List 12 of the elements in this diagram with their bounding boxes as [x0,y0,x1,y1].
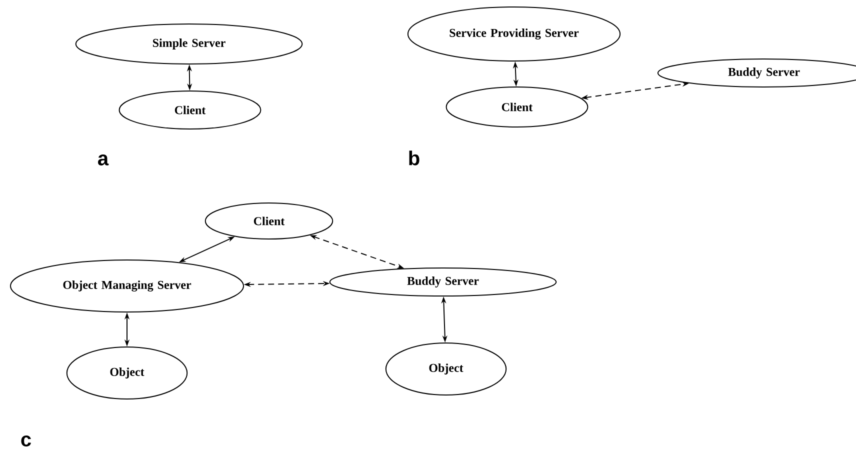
ellipse-node: Buddy Server [329,268,557,296]
ellipse-node: Client [118,90,262,130]
ellipse-node: Object Managing Server [10,260,244,312]
ellipse-node: Client [446,86,588,128]
panel-label: b [409,150,420,166]
panel-label: a [98,154,109,166]
ellipse-node: Object [66,346,188,400]
ellipse-node: Client [204,202,334,240]
panel-label: c [21,436,31,446]
ellipse-node: Simple Server [75,24,303,64]
ellipse-node: Object [385,342,507,396]
ellipse-node: Service Providing Server [407,6,621,62]
